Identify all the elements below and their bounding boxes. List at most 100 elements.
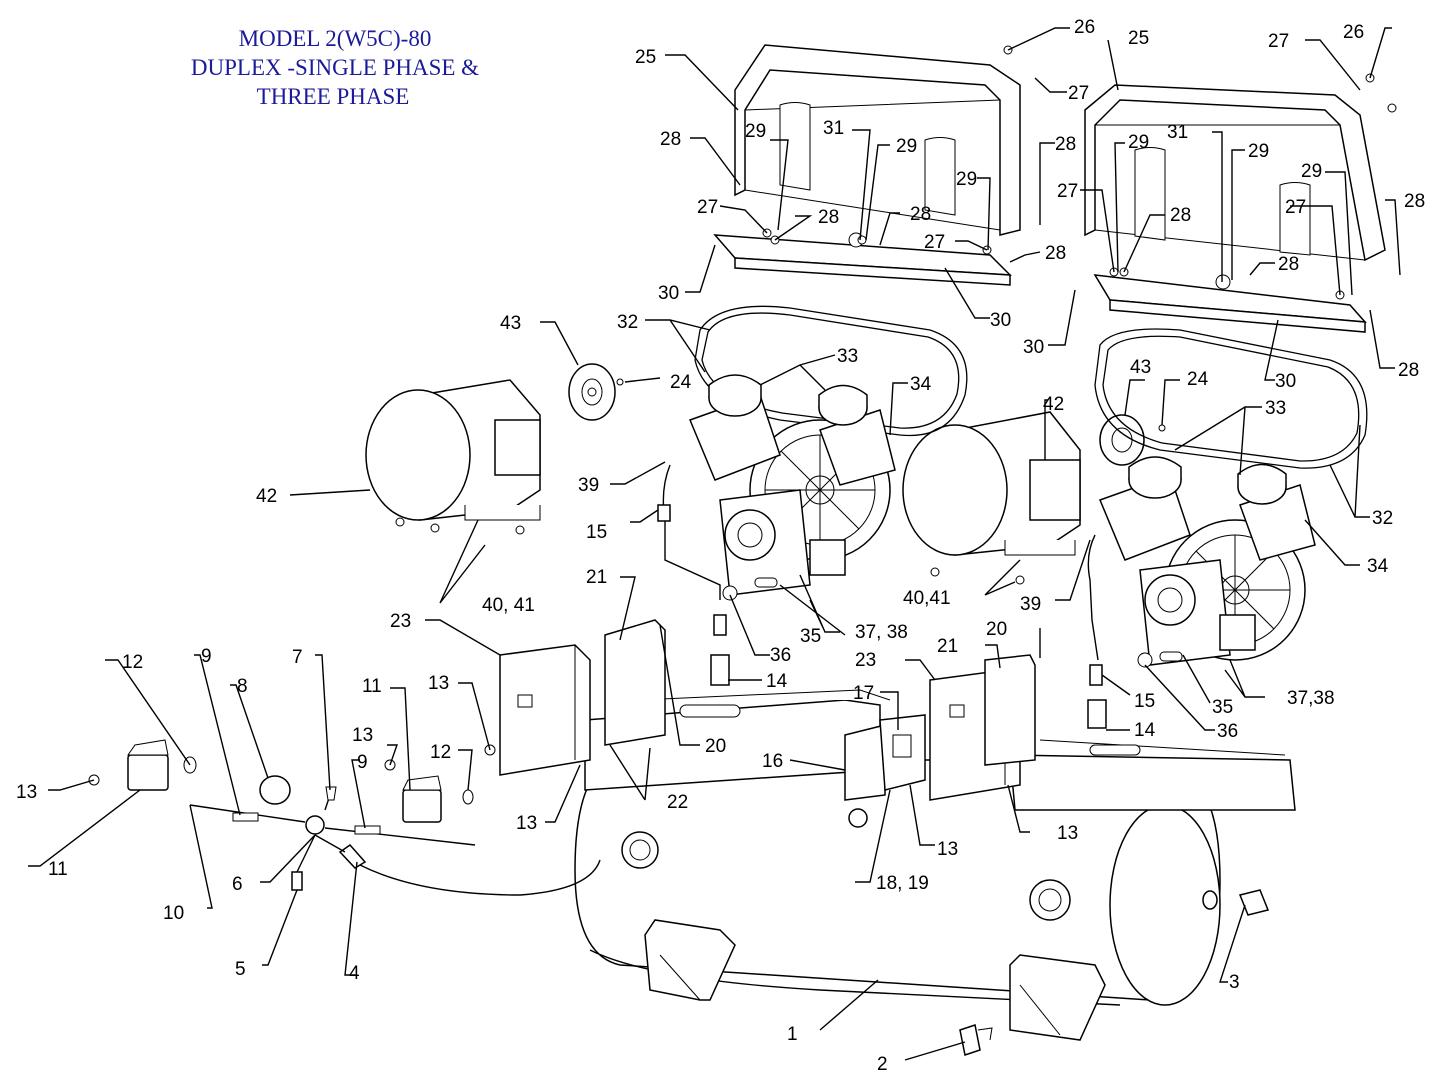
- callout-31a: 31: [823, 118, 844, 139]
- callout-30c: 30: [1023, 337, 1044, 358]
- callout-34a: 34: [910, 374, 932, 395]
- callout-11b: 11: [362, 676, 382, 697]
- compressor-pump-left: [689, 374, 896, 596]
- callout-5: 5: [235, 959, 246, 980]
- callout-13a: 13: [16, 782, 37, 803]
- mounting-brackets: [604, 619, 1036, 766]
- callout-28h: 28: [1404, 191, 1425, 212]
- callout-3: 3: [1229, 972, 1240, 993]
- callout-37-38b: 37,38: [1287, 688, 1335, 709]
- callout-30a: 30: [658, 283, 679, 304]
- callout-2: 2: [877, 1054, 888, 1075]
- title-line-3: THREE PHASE: [257, 84, 410, 109]
- callout-27f: 27: [1285, 197, 1306, 218]
- belt-guards: [734, 44, 1386, 262]
- discharge-tubes: [657, 464, 1107, 729]
- callout-13b: 13: [352, 725, 373, 746]
- drain-and-safety-valves: [959, 889, 1270, 1056]
- callout-27a: 27: [1068, 83, 1089, 104]
- callout-21b: 21: [937, 636, 958, 657]
- callout-32a: 32: [617, 312, 638, 333]
- motor-right: [902, 411, 1081, 585]
- callout-9b: 9: [357, 752, 368, 773]
- callout-40-41b: 40,41: [903, 588, 951, 609]
- callout-18-19: 18, 19: [876, 873, 929, 894]
- callout-15b: 15: [1134, 691, 1155, 712]
- callout-14a: 14: [766, 671, 788, 692]
- title-line-2: DUPLEX -SINGLE PHASE &: [191, 55, 479, 80]
- callout-37-38a: 37, 38: [855, 622, 908, 643]
- callout-4: 4: [349, 963, 360, 984]
- callout-31b: 31: [1167, 122, 1188, 143]
- callout-28g: 28: [1278, 254, 1299, 275]
- callout-32b: 32: [1372, 508, 1393, 529]
- callout-14b: 14: [1134, 720, 1156, 741]
- callout-1: 1: [787, 1024, 798, 1045]
- title-line-1: MODEL 2(W5C)-80: [239, 26, 432, 51]
- callout-10: 10: [163, 903, 184, 924]
- callout-39b: 39: [1020, 594, 1041, 615]
- callout-29f: 29: [1301, 161, 1322, 182]
- small-hardware: [616, 45, 1397, 668]
- callout-6: 6: [232, 874, 243, 895]
- callout-12a: 12: [122, 652, 143, 673]
- callout-27d: 27: [924, 232, 945, 253]
- callout-36b: 36: [1217, 721, 1238, 742]
- callout-21a: 21: [586, 567, 607, 588]
- callout-15a: 15: [586, 522, 607, 543]
- callout-35b: 35: [1212, 697, 1233, 718]
- callout-29e: 29: [1248, 141, 1269, 162]
- diagram-title: MODEL 2(W5C)-80 DUPLEX -SINGLE PHASE & T…: [191, 26, 479, 109]
- callout-20b: 20: [986, 619, 1007, 640]
- junction-box: [844, 714, 926, 801]
- leader-lines: [28, 27, 1401, 1061]
- callout-29b: 29: [896, 136, 917, 157]
- callout-30d: 30: [1275, 371, 1296, 392]
- guard-brackets: [713, 232, 1367, 333]
- callout-34b: 34: [1367, 556, 1389, 577]
- callout-35a: 35: [800, 626, 821, 647]
- callout-9a: 9: [201, 646, 212, 667]
- callout-43b: 43: [1130, 357, 1151, 378]
- callout-8: 8: [237, 676, 248, 697]
- callout-27e: 27: [1057, 181, 1078, 202]
- air-tank: [574, 759, 1221, 1041]
- callout-26b: 26: [1343, 22, 1364, 43]
- callout-12b: 12: [430, 742, 451, 763]
- callout-29a: 29: [745, 121, 766, 142]
- callout-42a: 42: [256, 486, 277, 507]
- callout-42b: 42: [1043, 394, 1064, 415]
- callout-labels: 1 2 3 4 5 6 7 8 9 9 10 11 11 12 12 13 13…: [16, 17, 1425, 1075]
- callout-28f: 28: [1170, 205, 1191, 226]
- callout-13f: 13: [937, 839, 958, 860]
- callout-25b: 25: [1128, 28, 1149, 49]
- callout-28e: 28: [1055, 134, 1076, 155]
- callout-29c: 29: [956, 169, 977, 190]
- callout-11a: 11: [48, 859, 68, 880]
- callout-27b: 27: [1268, 31, 1289, 52]
- callout-27c: 27: [697, 197, 718, 218]
- callout-33a: 33: [837, 346, 858, 367]
- pressure-switch-assembly: [88, 739, 601, 896]
- callout-29d: 29: [1128, 132, 1149, 153]
- callout-17: 17: [853, 683, 874, 704]
- callout-23b: 23: [855, 650, 876, 671]
- callout-13e: 13: [1057, 823, 1078, 844]
- callout-16: 16: [762, 751, 783, 772]
- callout-22: 22: [667, 792, 688, 813]
- callout-39a: 39: [578, 475, 599, 496]
- callout-25a: 25: [635, 47, 656, 68]
- callout-20a: 20: [705, 736, 726, 757]
- callout-43a: 43: [500, 313, 521, 334]
- callout-28c: 28: [910, 204, 931, 225]
- callout-24a: 24: [670, 372, 692, 393]
- callout-30b: 30: [990, 310, 1011, 331]
- callout-13c: 13: [428, 673, 449, 694]
- callout-7: 7: [292, 647, 303, 668]
- callout-24b: 24: [1187, 369, 1209, 390]
- callout-28d: 28: [1045, 243, 1066, 264]
- callout-23a: 23: [390, 611, 411, 632]
- callout-26a: 26: [1074, 17, 1095, 38]
- callout-33b: 33: [1265, 398, 1286, 419]
